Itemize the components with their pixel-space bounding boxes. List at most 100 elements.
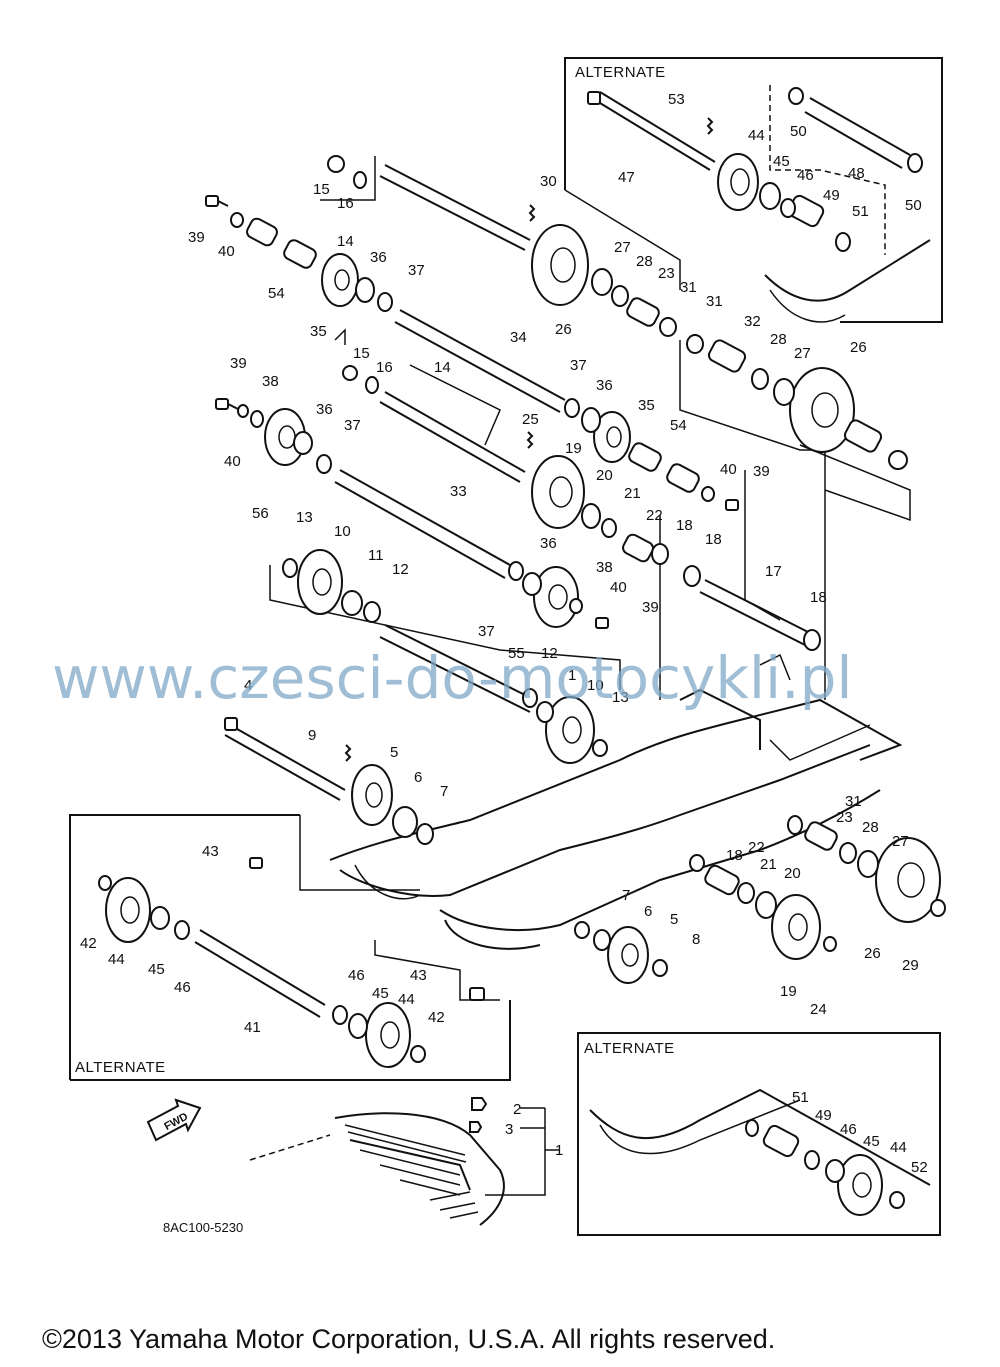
copyright: ©2013 Yamaha Motor Corporation, U.S.A. A… [42, 1324, 775, 1354]
callout-35b: 35 [638, 397, 655, 414]
watermark: www.czesci-do-motocykli.pl [52, 644, 853, 712]
wheel-5-top [351, 764, 393, 826]
wheel-10-left [297, 549, 343, 615]
callout-43b: 43 [410, 967, 427, 984]
callout-36b: 36 [596, 377, 613, 394]
callout-17: 17 [765, 563, 782, 580]
bolts [205, 91, 739, 1133]
callout-37c: 37 [344, 417, 361, 434]
wheel-44-alt-bottom [837, 1154, 883, 1216]
callout-14b: 14 [434, 359, 451, 376]
callout-50b: 50 [905, 197, 922, 214]
alternate-box-top [564, 57, 943, 323]
callout-42b: 42 [428, 1009, 445, 1026]
callout-31: 31 [680, 279, 697, 296]
callout-16: 16 [337, 195, 354, 212]
callout-39c: 39 [753, 463, 770, 480]
callout-3: 3 [505, 1121, 513, 1138]
callout-45b: 45 [148, 961, 165, 978]
callout-1b: 1 [555, 1142, 563, 1159]
spacers [246, 194, 883, 1158]
wheel-44-bottom-left [365, 1002, 411, 1068]
callout-31c: 31 [845, 793, 862, 810]
callout-44b: 44 [108, 951, 125, 968]
callout-11: 11 [368, 547, 384, 564]
callout-34: 34 [510, 329, 527, 346]
callout-24: 24 [810, 1001, 827, 1018]
callout-45d: 45 [863, 1133, 880, 1150]
wheel-19-bottom [771, 894, 821, 960]
part-callouts: 53 50 44 45 46 48 47 49 51 50 30 15 16 3… [80, 91, 928, 1176]
callout-43: 43 [202, 843, 219, 860]
callout-28c: 28 [862, 819, 879, 836]
callout-48: 48 [848, 165, 865, 182]
callout-9: 9 [308, 727, 316, 744]
callout-1: 1 [568, 667, 576, 684]
callout-27b: 27 [794, 345, 811, 362]
shaft-14b [384, 391, 526, 473]
callout-39d: 39 [642, 599, 659, 616]
alternate-label-bottom: ALTERNATE [584, 1040, 675, 1057]
callout-40d: 40 [610, 579, 627, 596]
shaft-unnamed [384, 624, 536, 701]
callout-44: 44 [748, 127, 765, 144]
wheel-35-mid [593, 411, 631, 463]
callout-20b: 20 [784, 865, 801, 882]
callout-35: 35 [310, 323, 327, 340]
callout-53: 53 [668, 91, 685, 108]
callout-37d: 37 [478, 623, 495, 640]
callout-45c: 45 [372, 985, 389, 1002]
alternate-label-left: ALTERNATE [75, 1059, 166, 1076]
callout-54: 54 [268, 285, 285, 302]
callout-25: 25 [522, 411, 539, 428]
callout-44d: 44 [890, 1139, 907, 1156]
callout-36d: 36 [540, 535, 557, 552]
shaft-41 [199, 929, 326, 1006]
callout-13: 13 [296, 509, 313, 526]
callout-28: 28 [636, 253, 653, 270]
drawing-code: 8AC100-5230 [163, 1220, 243, 1235]
alternate-box-left [70, 1000, 511, 1081]
callout-36: 36 [370, 249, 387, 266]
callout-36c: 36 [316, 401, 333, 418]
callout-37: 37 [408, 262, 425, 279]
callout-49b: 49 [815, 1107, 832, 1124]
callout-31b: 31 [706, 293, 723, 310]
callout-28b: 28 [770, 331, 787, 348]
callout-46: 46 [797, 167, 814, 184]
callout-42: 42 [80, 935, 97, 952]
callout-49: 49 [823, 187, 840, 204]
callout-47: 47 [618, 169, 635, 186]
callout-14: 14 [337, 233, 354, 250]
callout-56: 56 [252, 505, 269, 522]
callout-18c: 18 [810, 589, 827, 606]
callout-6: 6 [414, 769, 422, 786]
callout-27: 27 [614, 239, 631, 256]
fwd-arrow-icon: FWD [146, 1098, 202, 1142]
callout-29: 29 [902, 957, 919, 974]
bearings-washers [98, 87, 946, 1209]
callout-39: 39 [188, 229, 205, 246]
callout-21: 21 [624, 485, 641, 502]
shaft-47 [594, 99, 711, 171]
wheel-44-alt-top [717, 153, 759, 211]
callout-19: 19 [565, 440, 582, 457]
callout-22: 22 [646, 507, 663, 524]
callout-50: 50 [790, 123, 807, 140]
callout-5b: 5 [670, 911, 678, 928]
callout-37b: 37 [570, 357, 587, 374]
wheel-26-bottom [875, 837, 941, 923]
callout-2: 2 [513, 1101, 521, 1118]
callout-19b: 19 [780, 983, 797, 1000]
callout-15b: 15 [353, 345, 370, 362]
alternate-label-top: ALTERNATE [575, 64, 666, 81]
shaft-14 [384, 164, 531, 241]
callout-23b: 23 [836, 809, 853, 826]
callout-20: 20 [596, 467, 613, 484]
callout-26: 26 [850, 339, 867, 356]
callout-26b: 26 [555, 321, 572, 338]
shaft-4 [229, 724, 346, 791]
callout-4: 4 [244, 677, 252, 694]
callout-46c: 46 [348, 967, 365, 984]
